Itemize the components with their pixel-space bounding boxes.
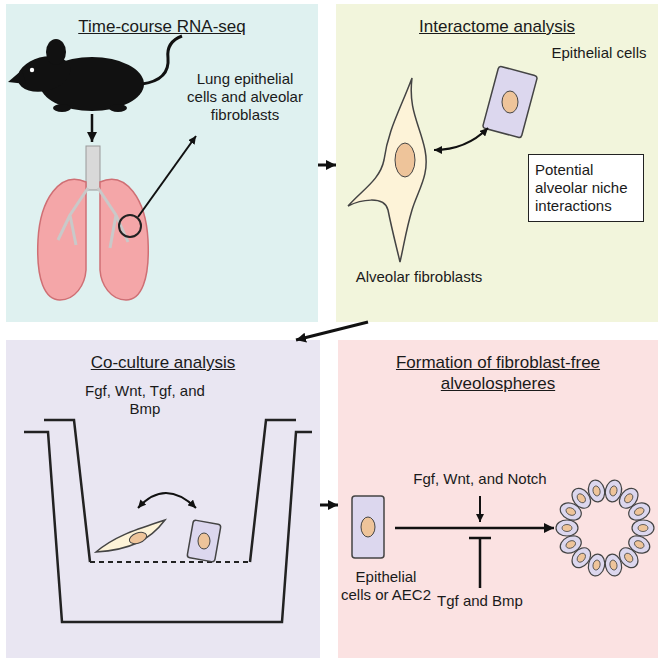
fibroblast-figure bbox=[128, 530, 148, 546]
alveolosphere-figure bbox=[626, 533, 653, 557]
alveolosphere-figure bbox=[623, 492, 635, 504]
alveolosphere-figure bbox=[632, 520, 654, 536]
epithelial-cell-figure bbox=[482, 66, 537, 138]
alveolosphere-figure bbox=[575, 492, 587, 504]
lung-figure bbox=[58, 188, 128, 248]
callout-box: Potential alveolar niche interactions bbox=[528, 154, 644, 222]
alveolosphere-figure bbox=[616, 485, 642, 512]
fibroblast-figure bbox=[395, 143, 415, 177]
transwell-figure bbox=[90, 561, 250, 563]
alveolosphere-figure bbox=[638, 525, 648, 532]
fibroblast-figure bbox=[96, 520, 165, 552]
mouse-figure bbox=[14, 51, 75, 98]
figure-label: Lung epithelial cells and alveolar fibro… bbox=[180, 70, 310, 124]
flow-arrow bbox=[91, 114, 94, 142]
alveolosphere-figure bbox=[565, 506, 577, 517]
flow-arrow bbox=[320, 504, 338, 507]
alveolosphere-figure bbox=[568, 485, 594, 512]
interaction-arrow bbox=[434, 128, 488, 150]
leader-line bbox=[138, 136, 196, 217]
alveolosphere-figure bbox=[592, 559, 601, 570]
transwell-figure bbox=[24, 420, 312, 622]
alveolosphere-figure bbox=[626, 500, 653, 524]
flow-arrow bbox=[296, 322, 368, 340]
fibroblast-figure bbox=[348, 78, 426, 262]
inhibit-bar bbox=[469, 538, 491, 588]
panel-heading: Time-course RNA-seq bbox=[12, 16, 312, 37]
alveolosphere-figure bbox=[557, 533, 584, 557]
epithelial-cell-figure bbox=[187, 520, 221, 562]
transwell-figure bbox=[44, 420, 296, 562]
alveolosphere-figure bbox=[603, 478, 623, 503]
lung-figure bbox=[38, 179, 86, 300]
cell-label: Epithelial cells or AEC2 bbox=[340, 568, 432, 604]
alveolosphere-figure bbox=[616, 544, 642, 571]
alveolosphere-figure bbox=[556, 520, 578, 536]
mouse-figure bbox=[30, 68, 34, 72]
alveolosphere-figure bbox=[565, 539, 577, 550]
cell-label: Alveolar fibroblasts bbox=[344, 268, 494, 286]
panel-heading: Co-culture analysis bbox=[12, 352, 314, 373]
lung-figure bbox=[38, 146, 149, 300]
alveolosphere-figure bbox=[575, 552, 587, 564]
mouse-figure bbox=[8, 70, 26, 84]
alveolosphere-figure bbox=[562, 525, 572, 532]
fibroblast-figure bbox=[348, 78, 426, 262]
mouse-figure bbox=[40, 57, 144, 111]
alveolosphere-figure bbox=[592, 485, 601, 496]
mouse-figure bbox=[142, 36, 182, 84]
epithelial-cell-figure bbox=[352, 496, 384, 558]
alveolosphere-figure bbox=[586, 553, 606, 578]
alveolosphere-figure bbox=[568, 544, 594, 571]
alveolosphere-figure bbox=[557, 500, 584, 524]
signal-label: Fgf, Wnt, Tgf, and Bmp bbox=[85, 382, 205, 418]
process-arrow bbox=[395, 527, 554, 530]
cell-label: Epithelial cells bbox=[544, 44, 654, 62]
epithelial-cell-figure bbox=[502, 91, 518, 113]
step-panel: Formation of fibroblast-free alveolosphe… bbox=[338, 340, 658, 658]
lung-figure bbox=[86, 146, 100, 190]
interaction-arrow bbox=[138, 493, 196, 508]
alveolosphere-figure bbox=[603, 553, 623, 578]
mouse-figure bbox=[53, 104, 71, 112]
panel-heading: Formation of fibroblast-free alveolosphe… bbox=[344, 352, 652, 394]
epithelial-cell-figure bbox=[187, 520, 221, 562]
mouse-figure bbox=[46, 39, 66, 65]
alveolosphere-figure bbox=[609, 485, 618, 496]
alveolosphere-figure bbox=[623, 552, 635, 564]
alveolosphere-figure bbox=[586, 478, 606, 503]
step-panel: Time-course RNA-seq bbox=[6, 4, 318, 322]
panel-heading: Interactome analysis bbox=[342, 16, 652, 37]
alveolosphere-figure bbox=[633, 539, 645, 550]
alveolosphere-figure bbox=[556, 478, 654, 577]
signal-label: Tgf and Bmp bbox=[430, 592, 530, 610]
flow-arrow bbox=[318, 164, 336, 167]
signal-label: Fgf, Wnt, and Notch bbox=[405, 470, 555, 488]
alveolosphere-figure bbox=[633, 506, 645, 517]
transwell-figure bbox=[24, 432, 312, 622]
alveolosphere-figure bbox=[609, 559, 618, 570]
lung-figure bbox=[100, 179, 148, 300]
epithelial-cell-figure bbox=[198, 533, 210, 549]
fibroblast-figure bbox=[96, 520, 165, 552]
epithelial-cell-figure bbox=[361, 517, 375, 537]
mouse-figure bbox=[8, 36, 182, 112]
lung-figure bbox=[119, 215, 141, 237]
box-text: Potential alveolar niche interactions bbox=[535, 161, 637, 215]
mouse-figure bbox=[109, 104, 127, 112]
promote-arrow bbox=[479, 496, 481, 522]
epithelial-cell-figure bbox=[352, 496, 384, 558]
epithelial-cell-figure bbox=[482, 66, 537, 138]
